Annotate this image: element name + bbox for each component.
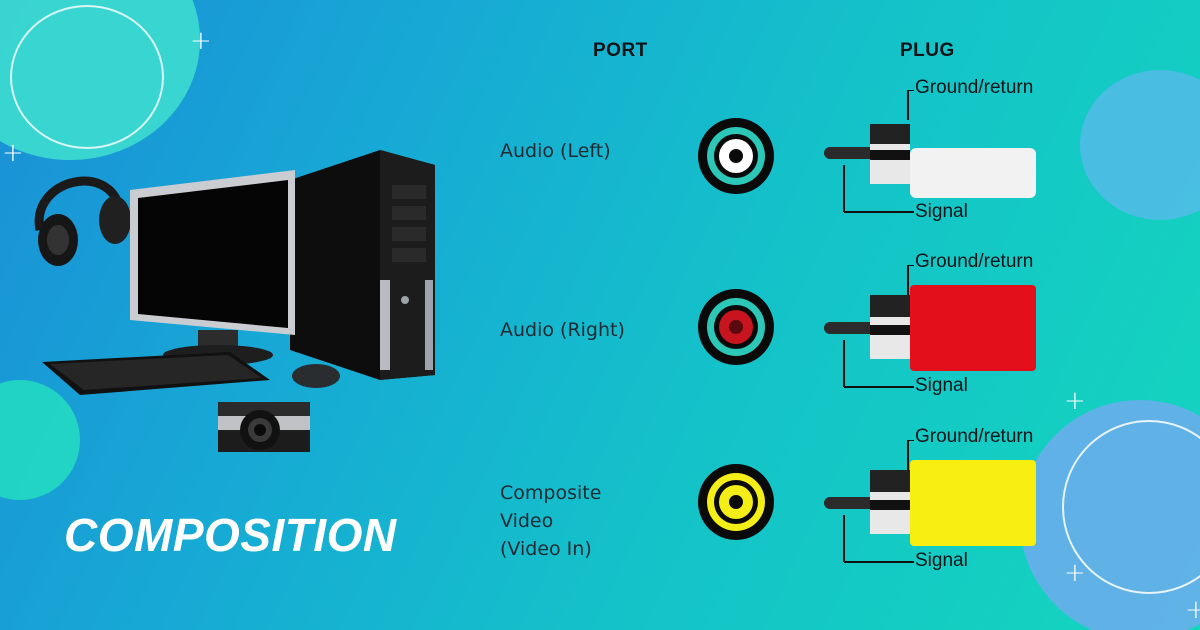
rca-plug-red-icon (824, 265, 1036, 388)
sparkle-icon: + (1064, 386, 1086, 416)
mouse-icon (292, 364, 340, 388)
rca-port-yellow-icon (698, 464, 774, 540)
sparkle-icon: + (1185, 595, 1200, 625)
keyboard-icon (42, 352, 270, 395)
monitor-icon (130, 170, 295, 365)
signal-label: Signal (915, 201, 968, 222)
ground-return-label: Ground/return (915, 426, 1034, 447)
rca-port-white-icon (698, 118, 774, 194)
ground-return-label: Ground/return (915, 251, 1034, 272)
plug-column-header: PLUG (900, 40, 955, 61)
rca-port-red-icon (698, 289, 774, 365)
hero-title: COMPOSITION (64, 509, 397, 561)
pc-tower-icon (290, 150, 435, 380)
sparkle-icon: + (2, 138, 24, 168)
signal-label: Signal (915, 375, 968, 396)
decor-blob-right-top (1080, 70, 1200, 220)
camera-icon (218, 402, 310, 452)
port-label: Audio (Left) (500, 140, 611, 162)
ground-return-label: Ground/return (915, 77, 1034, 98)
signal-label: Signal (915, 550, 968, 571)
rca-plug-yellow-icon (824, 440, 1036, 563)
rca-plug-white-icon (824, 90, 1036, 213)
decor-ring-top-left (10, 5, 164, 149)
port-label: Audio (Right) (500, 319, 625, 341)
sparkle-icon: + (1064, 558, 1086, 588)
port-label: Composite Video (Video In) (500, 482, 602, 560)
pc-illustration (34, 150, 435, 452)
sparkle-icon: + (190, 26, 212, 56)
port-column-header: PORT (593, 40, 648, 61)
headphones-icon (34, 176, 131, 266)
